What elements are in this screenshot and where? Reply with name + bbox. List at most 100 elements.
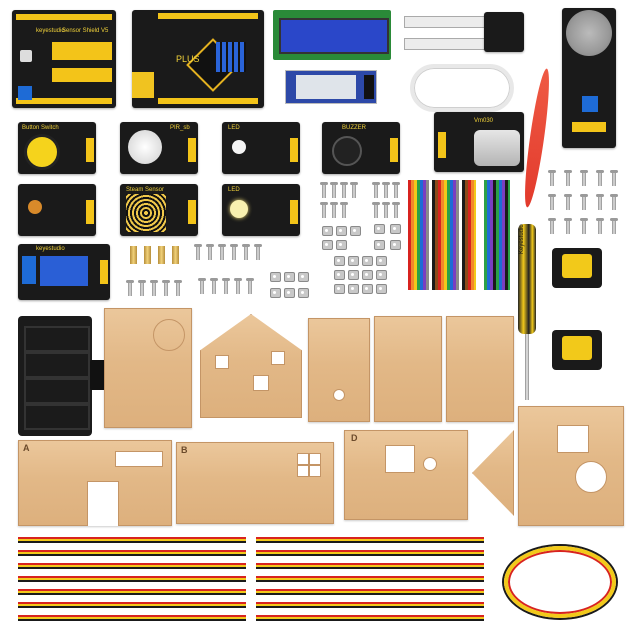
- nut: [390, 224, 401, 234]
- buzzer-module: BUZZER: [322, 122, 400, 174]
- wood-panel-c: [308, 318, 370, 422]
- screw: [548, 218, 556, 234]
- brass-standoff: [130, 246, 137, 264]
- screw: [330, 202, 338, 218]
- buzzer-icon: [332, 136, 362, 166]
- screwdriver: Keyestudio: [516, 224, 538, 400]
- screw: [194, 244, 202, 260]
- nut: [334, 270, 345, 280]
- screw: [392, 182, 400, 198]
- screw: [610, 218, 618, 234]
- screw: [350, 182, 358, 198]
- gas-sensor-cap: [566, 10, 612, 56]
- screw: [150, 280, 158, 296]
- screw: [564, 194, 572, 210]
- terminal-block: [18, 86, 32, 100]
- nut: [270, 272, 281, 282]
- screw: [548, 194, 556, 210]
- nut: [334, 284, 345, 294]
- nut: [298, 272, 309, 282]
- screw: [564, 218, 572, 234]
- relay-brand: keyestudio: [36, 246, 65, 252]
- wood-house-front: [200, 314, 302, 418]
- screw: [610, 194, 618, 210]
- wood-panel-b: B: [176, 442, 334, 524]
- led2-label: LED: [228, 187, 240, 193]
- screw: [392, 202, 400, 218]
- lcd-screen: [279, 18, 389, 54]
- screw: [254, 244, 262, 260]
- buzzer-label: BUZZER: [342, 125, 366, 131]
- steam-sensor-module: Steam Sensor: [120, 184, 198, 236]
- screw: [234, 278, 242, 294]
- button-cap-icon: [24, 134, 60, 170]
- screw: [126, 280, 134, 296]
- screw: [246, 278, 254, 294]
- lcd1602-display: [273, 10, 391, 60]
- nut: [322, 240, 333, 250]
- wood-panel-left: [104, 308, 192, 428]
- brass-standoff: [172, 246, 179, 264]
- screw: [548, 170, 556, 186]
- dupont-cables-left: [18, 532, 246, 628]
- nut: [374, 240, 385, 250]
- screw: [230, 244, 238, 260]
- screw: [564, 170, 572, 186]
- nut: [334, 256, 345, 266]
- screw: [340, 182, 348, 198]
- relay-module: keyestudio: [18, 244, 110, 300]
- wood-panel-d-box: D: [344, 430, 468, 520]
- jumper-wire-bundle: [408, 180, 476, 290]
- screw: [596, 170, 604, 186]
- brass-standoff: [144, 246, 151, 264]
- screwdriver-brand: Keyestudio: [519, 224, 525, 254]
- screw: [320, 202, 328, 218]
- button-module: Button Switch: [18, 122, 96, 174]
- usb-cable: [410, 64, 514, 112]
- button-module-label: Button Switch: [22, 125, 59, 131]
- nut: [376, 270, 387, 280]
- screw: [198, 278, 206, 294]
- screw: [222, 278, 230, 294]
- screw: [330, 182, 338, 198]
- pir-dome-icon: [128, 130, 162, 164]
- nut: [348, 270, 359, 280]
- screw: [320, 182, 328, 198]
- led-bright-icon: [230, 200, 248, 218]
- wood-panel-e: [446, 316, 514, 422]
- panel-d-letter: D: [351, 433, 358, 443]
- pir-module: PIR_sb: [120, 122, 198, 174]
- photocell-module: [18, 184, 96, 236]
- steam-label: Steam Sensor: [126, 187, 165, 193]
- screw: [162, 280, 170, 296]
- nut: [362, 284, 373, 294]
- screwdriver-shaft: [525, 334, 529, 400]
- nut: [348, 284, 359, 294]
- relay-terminal: [22, 256, 36, 284]
- screw: [580, 194, 588, 210]
- nut: [284, 272, 295, 282]
- screw: [372, 202, 380, 218]
- nut: [270, 288, 281, 298]
- bluetooth-module: [285, 70, 377, 104]
- dc-plug: [90, 360, 106, 390]
- mainboard-plus: PLUS: [132, 10, 264, 108]
- sensor-shield-board: keyestudio Sensor Shield V5: [12, 10, 116, 108]
- servo-motor-2: [552, 330, 602, 370]
- gas-sensor-module: [562, 8, 616, 148]
- screw: [138, 280, 146, 296]
- nut: [374, 224, 385, 234]
- brass-standoff: [158, 246, 165, 264]
- screw: [218, 244, 226, 260]
- plus-label: PLUS: [176, 54, 200, 64]
- steam-pad-icon: [126, 194, 166, 232]
- led1-label: LED: [228, 125, 240, 131]
- fan-blade: [520, 67, 554, 209]
- led-icon: [232, 140, 246, 154]
- screw: [580, 170, 588, 186]
- shield-title: Sensor Shield V5: [62, 28, 109, 34]
- nut: [298, 288, 309, 298]
- screw: [596, 218, 604, 234]
- wood-fan-panel: [518, 406, 624, 526]
- screw: [382, 202, 390, 218]
